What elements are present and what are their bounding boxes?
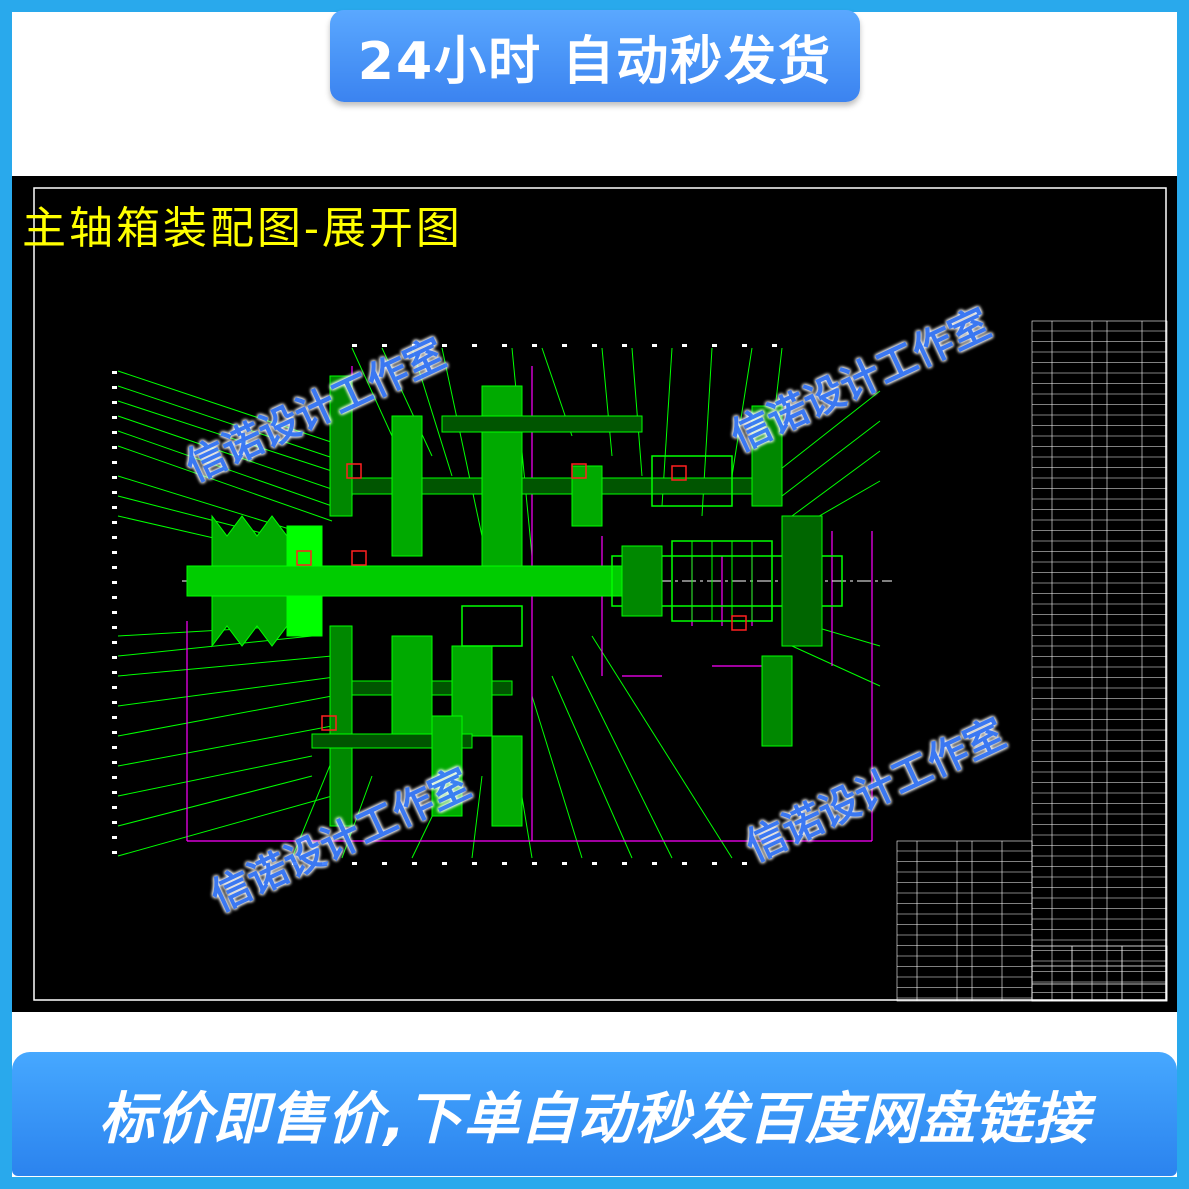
parts-list-rows xyxy=(1032,330,1167,993)
item-number-marker xyxy=(622,344,627,347)
item-number-marker xyxy=(112,611,117,614)
bom-table-bottom xyxy=(896,840,1033,1002)
item-number-marker xyxy=(292,862,297,865)
item-number-marker xyxy=(532,862,537,865)
item-number-marker xyxy=(502,862,507,865)
item-number-marker xyxy=(682,344,687,347)
item-number-marker xyxy=(382,344,387,347)
title-block xyxy=(1031,945,1168,1002)
item-number-marker xyxy=(112,491,117,494)
item-number-marker xyxy=(112,656,117,659)
leader-lines-left xyxy=(117,370,353,857)
item-number-marker xyxy=(442,344,447,347)
item-number-marker xyxy=(412,344,417,347)
item-number-marker xyxy=(322,862,327,865)
cad-assembly-drawing-icon xyxy=(33,187,1168,1002)
upper-shaft xyxy=(351,385,753,567)
item-number-marker xyxy=(112,716,117,719)
item-number-marker xyxy=(112,776,117,779)
pulley xyxy=(211,514,323,648)
item-number-marker xyxy=(112,836,117,839)
item-number-marker xyxy=(112,581,117,584)
item-number-marker xyxy=(112,596,117,599)
item-number-marker xyxy=(412,862,417,865)
item-number-marker xyxy=(742,862,747,865)
item-number-marker xyxy=(112,641,117,644)
item-number-marker xyxy=(112,761,117,764)
top-banner-text: 24小时 自动秒发货 xyxy=(357,31,833,92)
item-number-marker xyxy=(592,344,597,347)
lower-shafts xyxy=(311,605,523,827)
item-number-marker xyxy=(112,446,117,449)
item-number-marker xyxy=(112,521,117,524)
item-number-marker xyxy=(712,862,717,865)
top-banner: 24小时 自动秒发货 xyxy=(330,10,860,102)
item-number-marker xyxy=(622,862,627,865)
item-number-marker xyxy=(112,476,117,479)
main-spindle xyxy=(186,515,843,647)
item-number-marker xyxy=(472,344,477,347)
item-number-marker xyxy=(112,506,117,509)
parts-list-table-icon xyxy=(1031,320,1168,1002)
item-number-marker xyxy=(682,862,687,865)
item-number-marker xyxy=(652,862,657,865)
item-number-marker xyxy=(652,344,657,347)
item-number-marker xyxy=(112,731,117,734)
item-number-marker xyxy=(112,701,117,704)
item-number-marker xyxy=(112,671,117,674)
item-number-marker xyxy=(112,566,117,569)
item-number-marker xyxy=(772,344,777,347)
item-number-marker xyxy=(532,344,537,347)
item-number-marker xyxy=(112,431,117,434)
item-number-marker xyxy=(502,344,507,347)
item-number-marker xyxy=(112,461,117,464)
item-number-marker xyxy=(112,806,117,809)
item-number-marker xyxy=(742,344,747,347)
drawing-title: 主轴箱装配图-展开图 xyxy=(22,203,463,254)
housing xyxy=(329,375,793,827)
item-number-marker xyxy=(112,791,117,794)
leader-lines-bottom xyxy=(291,635,733,859)
bom-rows-bottom xyxy=(897,850,1032,999)
item-number-marker xyxy=(112,401,117,404)
item-number-marker xyxy=(112,746,117,749)
bearings xyxy=(296,463,747,731)
item-number-marker xyxy=(112,371,117,374)
item-number-marker xyxy=(112,626,117,629)
item-number-marker xyxy=(562,862,567,865)
item-number-marker xyxy=(352,862,357,865)
item-number-marker xyxy=(112,551,117,554)
item-number-marker xyxy=(562,344,567,347)
item-number-marker xyxy=(112,416,117,419)
item-number-marker xyxy=(112,536,117,539)
bottom-banner-text: 标价即售价,下单自动秒发百度网盘链接 xyxy=(98,1086,1091,1152)
item-number-marker xyxy=(382,862,387,865)
item-number-marker xyxy=(712,344,717,347)
item-number-marker xyxy=(592,862,597,865)
cad-drawing-panel: 主轴箱装配图-展开图 xyxy=(12,176,1177,1012)
bottom-banner: 标价即售价,下单自动秒发百度网盘链接 xyxy=(12,1052,1177,1176)
item-number-markers xyxy=(112,344,777,865)
item-number-marker xyxy=(112,821,117,824)
item-number-marker xyxy=(472,862,477,865)
item-number-marker xyxy=(352,344,357,347)
item-number-marker xyxy=(112,851,117,854)
item-number-marker xyxy=(442,862,447,865)
item-number-marker xyxy=(112,386,117,389)
item-number-marker xyxy=(112,686,117,689)
